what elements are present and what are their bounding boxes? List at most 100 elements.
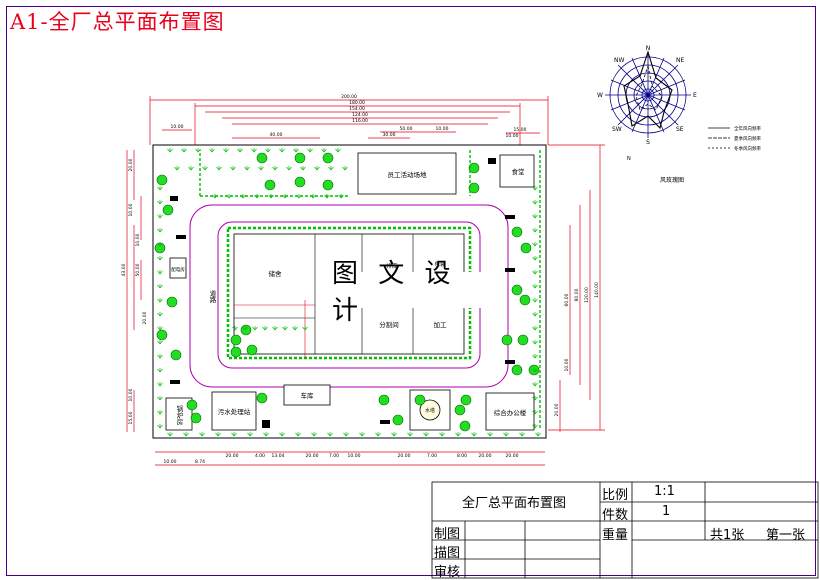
wind-dir-n: N (646, 45, 651, 52)
grass-mark (265, 148, 271, 153)
tree (414, 394, 426, 406)
dim-left-1: 10.00 (128, 203, 134, 216)
tree (322, 179, 334, 191)
wastewater-station (211, 391, 257, 431)
north-mark: N (627, 156, 631, 162)
grass-mark (532, 256, 538, 261)
grass-mark (279, 148, 285, 153)
grass-mark (532, 354, 538, 359)
grass-mark (258, 166, 264, 171)
tree (528, 364, 540, 376)
dimension-texts-right: 60.00 80.00 120.00 140.00 20.00 10.00 (554, 282, 600, 416)
grass-mark (328, 166, 334, 171)
wind-dir-sw: SW (612, 126, 622, 133)
tree (468, 162, 480, 174)
grass-mark (157, 256, 163, 261)
dim-left-7: 10.00 (135, 233, 141, 246)
dim-top-6: 30.00 (383, 132, 396, 138)
grass-mark (535, 432, 541, 437)
dimension-texts: 200.00 180.00 154.00 124.00 116.00 40.00… (171, 94, 527, 139)
grass-mark (157, 312, 163, 317)
dim-right-1: 80.00 (574, 288, 580, 301)
label-wastewater: 污水处理站 (218, 407, 251, 416)
grass-mark (343, 432, 349, 437)
dim-right-0: 60.00 (564, 293, 570, 306)
staff-activity-area (357, 152, 457, 195)
small-structures (170, 158, 515, 428)
tree (501, 334, 513, 346)
dim-top-1: 180.00 (349, 100, 365, 106)
garage (283, 384, 331, 406)
grass-mark (272, 166, 278, 171)
tree (246, 344, 258, 356)
tree (230, 334, 242, 346)
legend-summer: 夏季风向频率 (734, 135, 761, 142)
grass-mark (532, 284, 538, 289)
label-processing: 加工 (434, 320, 448, 329)
grass-mark (247, 432, 253, 437)
tree (392, 414, 404, 426)
tree (166, 296, 178, 308)
grass-mark (157, 298, 163, 303)
dim-bottom-7: 10.00 (348, 453, 361, 459)
grass-mark (314, 166, 320, 171)
grass-mark (157, 368, 163, 373)
grass-mark (282, 326, 288, 331)
tree (511, 226, 523, 238)
legend-winter: 冬季风向频率 (734, 145, 761, 152)
dim-bottom-6: 7.00 (329, 453, 339, 459)
grass-mark (157, 396, 163, 401)
title-block: 全厂总平面布置图 比例 1:1 件数 1 重量 共1张 第一张 制图 描图 审核 (432, 482, 818, 580)
grass-mark (252, 326, 258, 331)
ring-road-outer (189, 204, 509, 388)
wind-rose-caption: 风玫瑰图 (660, 176, 684, 184)
canteen (499, 154, 535, 188)
grass-mark (359, 432, 365, 437)
water-tower (419, 399, 441, 421)
dim-right-4: 20.00 (554, 403, 560, 416)
grass-mark (487, 432, 493, 437)
grass-mark (244, 166, 250, 171)
grass-mark (157, 214, 163, 219)
grass-mark (471, 432, 477, 437)
label-packing: 分割间 (379, 320, 399, 329)
grass-mark (311, 432, 317, 437)
grass-mark (199, 432, 205, 437)
grass-mark (532, 382, 538, 387)
tree (511, 364, 523, 376)
grass-mark (157, 270, 163, 275)
grass-mark (237, 148, 243, 153)
label-boiler: 锅炉房 (175, 404, 183, 426)
grass-mark (157, 326, 163, 331)
label-staff-activity: 员工活动场地 (388, 170, 428, 179)
grass-mark (251, 148, 257, 153)
grass-mark (157, 242, 163, 247)
dim-left-6: 15.00 (128, 411, 134, 424)
grass-mark (232, 326, 238, 331)
drawing-name: 全厂总平面布置图 (462, 496, 567, 511)
grass-mark (455, 432, 461, 437)
vegetation (154, 148, 541, 437)
grass-mark (272, 326, 278, 331)
grass-mark (423, 432, 429, 437)
dimension-texts-left: 20.00 10.00 43.00 50.00 20.00 10.00 15.0… (121, 158, 148, 424)
grass-mark (342, 166, 348, 171)
grass-mark (532, 228, 538, 233)
grass-mark (188, 166, 194, 171)
grass-mark (532, 326, 538, 331)
grass-mark (391, 432, 397, 437)
grass-mark (307, 148, 313, 153)
tree (322, 152, 334, 164)
wind-dir-nw: NW (614, 57, 624, 64)
tree (519, 294, 531, 306)
qty-label: 件数 (602, 508, 629, 523)
label-warehouse: 储舍 (269, 269, 283, 278)
wind-dir-se: SE (676, 126, 684, 133)
grass-mark (292, 326, 298, 331)
office-building (485, 392, 535, 431)
grass-mark (532, 242, 538, 247)
grass-mark (209, 148, 215, 153)
tree (230, 346, 242, 358)
dimension-lines (126, 96, 605, 466)
